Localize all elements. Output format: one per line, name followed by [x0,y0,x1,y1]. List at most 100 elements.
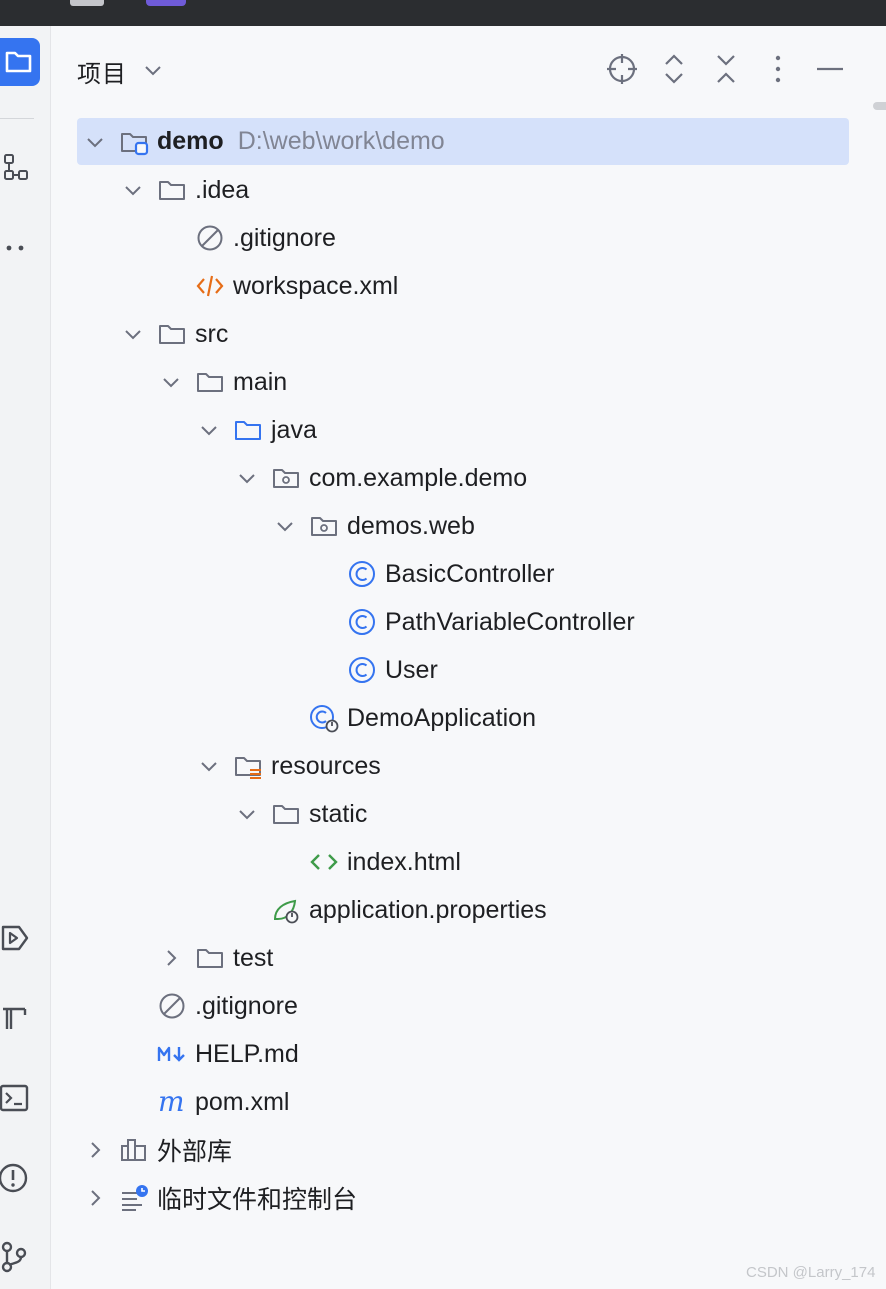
collapse-all-button[interactable] [709,52,743,86]
tree-row[interactable]: src [77,310,849,358]
tree-row[interactable]: 临时文件和控制台 [77,1174,849,1222]
more-options-button[interactable] [761,52,795,86]
resources-folder-icon [233,751,263,781]
tree-row[interactable]: .gitignore [77,982,849,1030]
sidebar-separator [0,118,34,119]
chevron-down-icon[interactable] [123,180,143,200]
chevron-down-icon[interactable] [199,420,219,440]
tree-row-label: PathVariableController [385,608,635,637]
structure-tool-button[interactable] [0,144,40,192]
chevron-right-icon[interactable] [161,948,181,968]
source-folder-icon [233,415,263,445]
tree-row[interactable]: PathVariableController [77,598,849,646]
locate-button[interactable] [605,52,639,86]
tree-row[interactable]: DemoApplication [77,694,849,742]
tree-row-label: pom.xml [195,1088,289,1117]
folder-icon [195,943,225,973]
panel-title-dropdown[interactable] [143,60,163,85]
tree-row-name: com.example.demo [309,463,528,492]
tree-row-label: demo D:\web\work\demo [157,127,445,156]
tree-row-name: DemoApplication [347,703,536,732]
chevron-right-icon[interactable] [85,1188,105,1208]
tree-row[interactable]: HELP.md [77,1030,849,1078]
project-tool-button[interactable] [0,38,40,86]
git-tool-button[interactable] [0,1232,40,1280]
tree-row[interactable]: com.example.demo [77,454,849,502]
chevron-down-icon[interactable] [237,468,257,488]
tree-row-name: index.html [347,847,461,876]
project-icon [5,51,32,73]
svg-text:m: m [158,1087,185,1117]
tree-row[interactable]: workspace.xml [77,262,849,310]
folder-icon [157,175,187,205]
module-folder-icon [119,127,149,157]
tree-row-name: User [385,655,438,684]
java-class-icon [347,607,377,637]
title-bar-tab[interactable] [70,0,104,6]
problems-icon [0,1163,28,1193]
tree-row[interactable]: resources [77,742,849,790]
chevron-down-icon[interactable] [161,372,181,392]
tree-row-name: resources [271,751,381,780]
tree-row-label: application.properties [309,896,547,925]
tree-row[interactable]: m pom.xml [77,1078,849,1126]
tree-row[interactable]: 外部库 [77,1126,849,1174]
tree-row[interactable]: static [77,790,849,838]
run-tool-button[interactable] [0,914,40,962]
ignored-file-icon [157,991,187,1021]
build-tool-button[interactable] [0,994,40,1042]
tree-row-label: .idea [195,176,249,205]
tree-row[interactable]: main [77,358,849,406]
tree-row-label: User [385,656,438,685]
folder-icon [195,367,225,397]
tree-row[interactable]: .idea [77,166,849,214]
tree-row-name: test [233,943,274,972]
tree-row-name: static [309,799,368,828]
maven-file-icon: m [157,1087,187,1117]
tree-row-label: .gitignore [195,992,298,1021]
scrollbar-thumb[interactable] [873,102,886,110]
chevron-right-icon[interactable] [85,1140,105,1160]
title-bar-tab-active[interactable] [146,0,186,6]
tree-row-path-hint: D:\web\work\demo [237,127,445,155]
tree-row[interactable]: demos.web [77,502,849,550]
title-bar [0,0,886,26]
tree-row-label: com.example.demo [309,464,527,493]
tree-row-label: DemoApplication [347,704,536,733]
tree-row[interactable]: index.html [77,838,849,886]
chevron-down-icon[interactable] [123,324,143,344]
tree-row[interactable]: BasicController [77,550,849,598]
tree-row[interactable]: application.properties [77,886,849,934]
tree-row-name: HELP.md [195,1039,299,1068]
tree-row-name: workspace.xml [233,271,399,300]
expand-all-button[interactable] [657,52,691,86]
tree-row-label: .gitignore [233,224,336,253]
problems-tool-button[interactable] [0,1154,40,1202]
chevron-down-icon [145,66,161,76]
tree-row[interactable]: .gitignore [77,214,849,262]
chevron-down-icon[interactable] [85,132,105,152]
tree-row-label: main [233,368,287,397]
expand-all-icon [665,54,683,84]
more-tools-button[interactable] [0,224,40,272]
tree-row[interactable]: java [77,406,849,454]
hide-panel-button[interactable] [813,52,847,86]
tree-row[interactable]: User [77,646,849,694]
hide-icon [817,67,843,71]
scratches-icon [119,1183,149,1213]
tree-row-name: java [271,415,317,444]
tree-row[interactable]: demo D:\web\work\demo [77,118,849,165]
tree-row[interactable]: test [77,934,849,982]
tree-row-name: demo [157,127,224,155]
panel-title[interactable]: 项目 [77,61,127,88]
run-icon [1,925,29,951]
chevron-down-icon[interactable] [237,804,257,824]
chevron-down-icon[interactable] [275,516,295,536]
collapse-all-icon [717,55,735,83]
chevron-down-icon[interactable] [199,756,219,776]
tree-row-label: java [271,416,317,445]
terminal-tool-button[interactable] [0,1074,40,1122]
xml-file-icon [195,271,225,301]
tree-row-name: pom.xml [195,1087,290,1116]
folder-icon [271,799,301,829]
